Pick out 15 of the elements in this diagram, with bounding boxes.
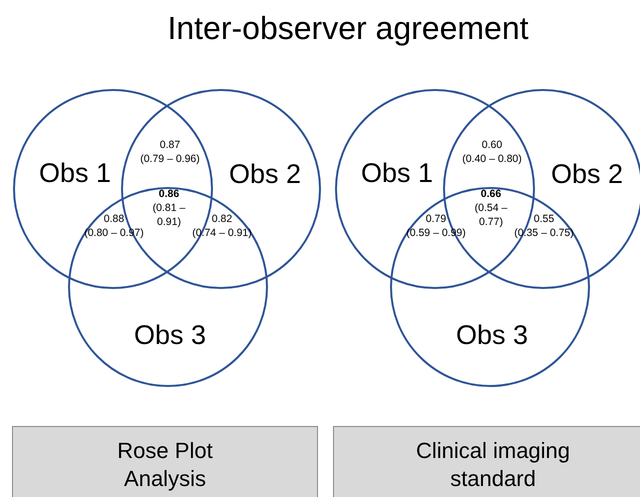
circle-label: Obs 2	[550, 158, 624, 190]
diagram-title: Inter-observer agreement	[166, 9, 530, 48]
circle-label: Obs 1	[38, 157, 112, 189]
circle-label: Obs 3	[456, 319, 528, 351]
method-box	[333, 426, 640, 497]
agreement-value: 0.86 (0.81 – 0.91)	[152, 187, 186, 229]
circle-label: Obs 3	[134, 319, 206, 351]
agreement-value: 0.66 (0.54 – 0.77)	[474, 187, 508, 229]
agreement-value: 0.87 (0.79 – 0.96)	[139, 138, 201, 166]
agreement-value: 0.60 (0.40 – 0.80)	[461, 138, 523, 166]
box-text: Rose Plot Analysis	[116, 437, 214, 493]
circle-label: Obs 2	[228, 158, 302, 190]
circle-label: Obs 1	[360, 157, 434, 189]
method-box	[12, 426, 318, 497]
box-text: Clinical imaging standard	[414, 437, 572, 493]
